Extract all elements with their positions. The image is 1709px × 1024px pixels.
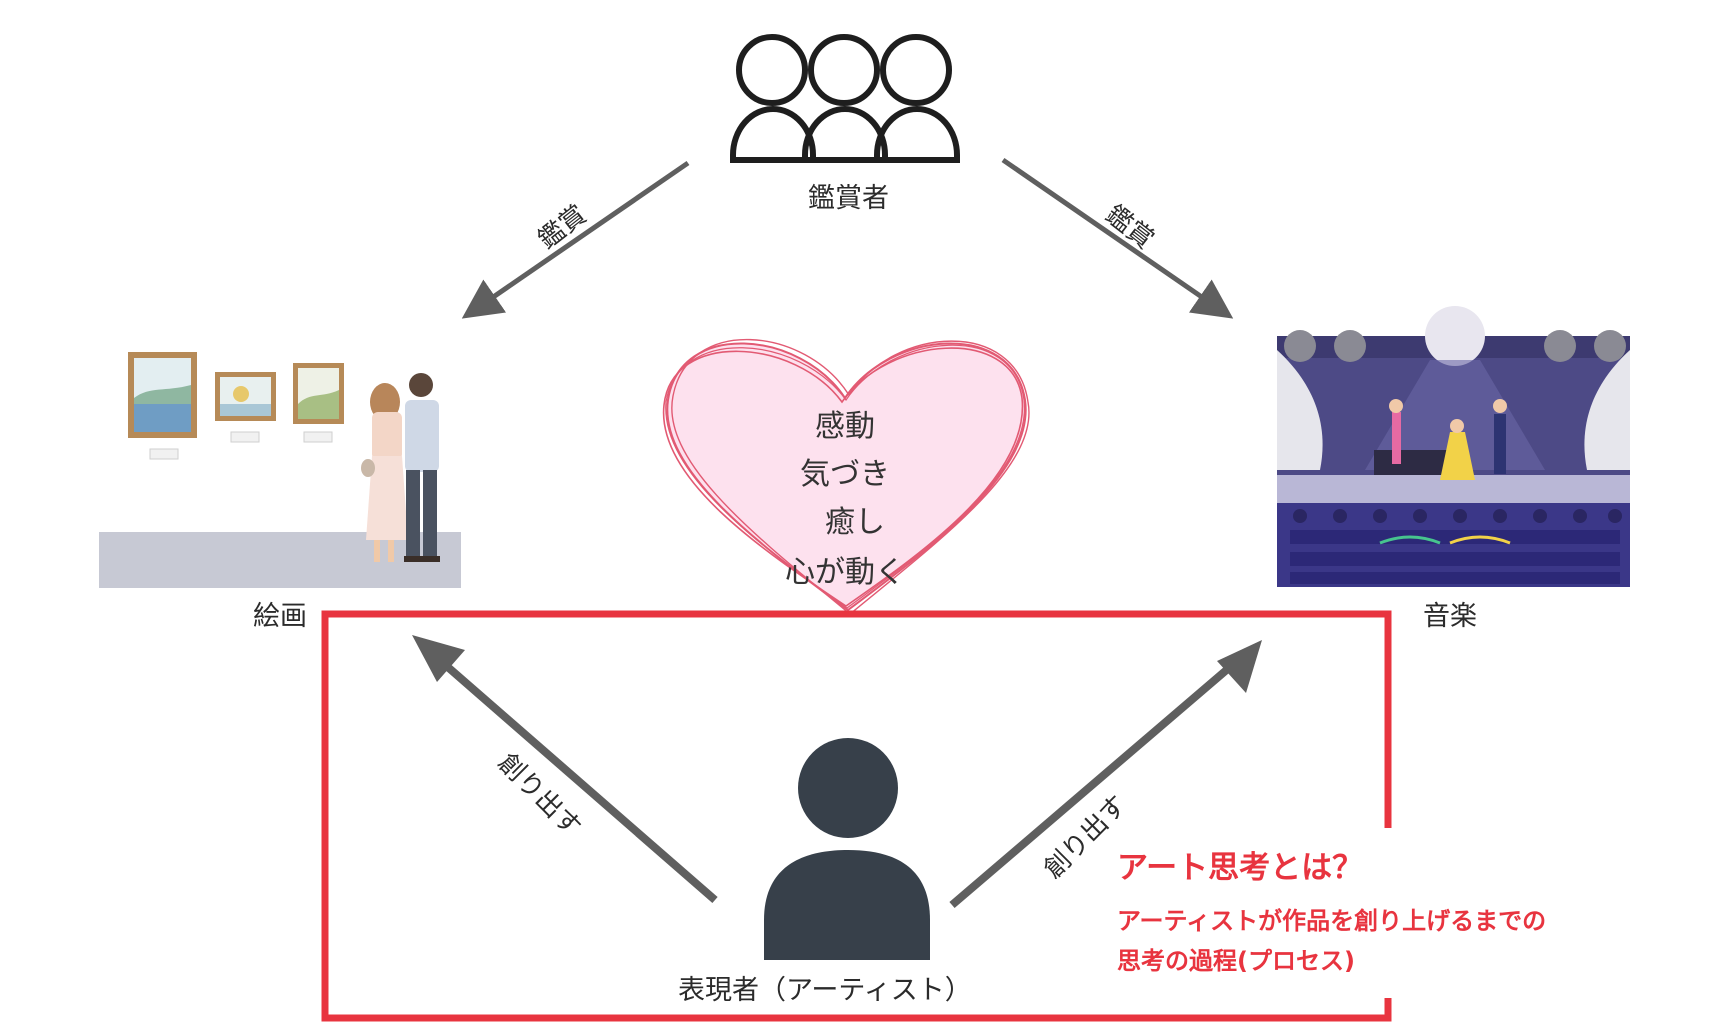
viewers-label: 鑑賞者 xyxy=(808,183,889,214)
heart-text-awareness: 気づき xyxy=(800,457,890,492)
heart-text-healing: 癒し xyxy=(825,505,885,540)
painting-illustration xyxy=(99,352,461,588)
create-arrow-right xyxy=(949,640,1262,909)
artist-label: 表現者（アーティスト） xyxy=(678,975,972,1006)
appreciate-arrow-left xyxy=(461,160,690,319)
artist-icon xyxy=(764,738,930,960)
heart-text-moved: 心が動く xyxy=(785,555,905,590)
music-label: 音楽 xyxy=(1423,601,1477,632)
note-line-2: 思考の過程(プロセス) xyxy=(1117,947,1355,975)
create-arrow-left xyxy=(412,635,718,904)
heart-text-impression: 感動 xyxy=(815,409,875,444)
appreciate-arrow-right xyxy=(1001,157,1234,319)
note-title: アート思考とは？ xyxy=(1117,850,1364,886)
highlight-frame xyxy=(321,610,1392,1022)
music-illustration xyxy=(1277,306,1630,587)
note-body: アーティストが作品を創り上げるまでの 思考の過程(プロセス) xyxy=(1117,901,1546,981)
note-line-1: アーティストが作品を創り上げるまでの xyxy=(1117,907,1547,935)
painting-label: 絵画 xyxy=(253,601,307,632)
viewers-icon xyxy=(730,34,960,163)
